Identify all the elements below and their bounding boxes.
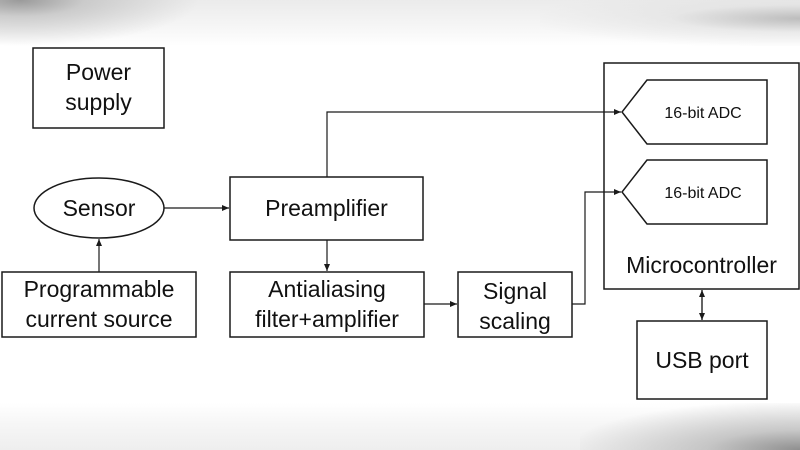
- power-supply-block: Power supply: [32, 47, 165, 129]
- arrow-signal-scaling-to-adc-2: [572, 189, 621, 305]
- adc-block-1: 16-bit ADC: [621, 79, 768, 145]
- usb-port-block: USB port: [636, 320, 768, 400]
- adc-block-2: 16-bit ADC: [621, 159, 768, 225]
- adc-1-label: 16-bit ADC: [664, 105, 741, 122]
- current-source-block: Programmable current source: [1, 271, 197, 338]
- signal-scaling-block: Signal scaling: [457, 271, 573, 338]
- usb-port-label: USB port: [655, 347, 749, 373]
- arrow-preamplifier-to-adc-1: [326, 109, 621, 177]
- antialiasing-label-line1: Antialiasing: [268, 276, 386, 302]
- antialiasing-block: Antialiasing filter+amplifier: [229, 271, 425, 338]
- current-source-label-line2: current source: [25, 306, 172, 332]
- signal-scaling-label-line2: scaling: [479, 308, 551, 334]
- preamplifier-block: Preamplifier: [229, 176, 424, 241]
- bottom-shadow-band: [0, 403, 800, 450]
- adc-2-label: 16-bit ADC: [664, 185, 741, 202]
- current-source-label-line1: Programmable: [24, 276, 175, 302]
- preamplifier-label: Preamplifier: [265, 195, 388, 221]
- sensor-label: Sensor: [63, 195, 136, 221]
- antialiasing-label-line2: filter+amplifier: [255, 306, 399, 332]
- top-shadow-band: [0, 0, 800, 46]
- signal-scaling-label-line1: Signal: [483, 278, 547, 304]
- sensor-block: Sensor: [33, 177, 165, 239]
- power-supply-label-line1: Power: [66, 59, 132, 85]
- power-supply-label-line2: supply: [65, 89, 132, 115]
- microcontroller-label: Microcontroller: [626, 252, 777, 278]
- connectors: [96, 109, 705, 320]
